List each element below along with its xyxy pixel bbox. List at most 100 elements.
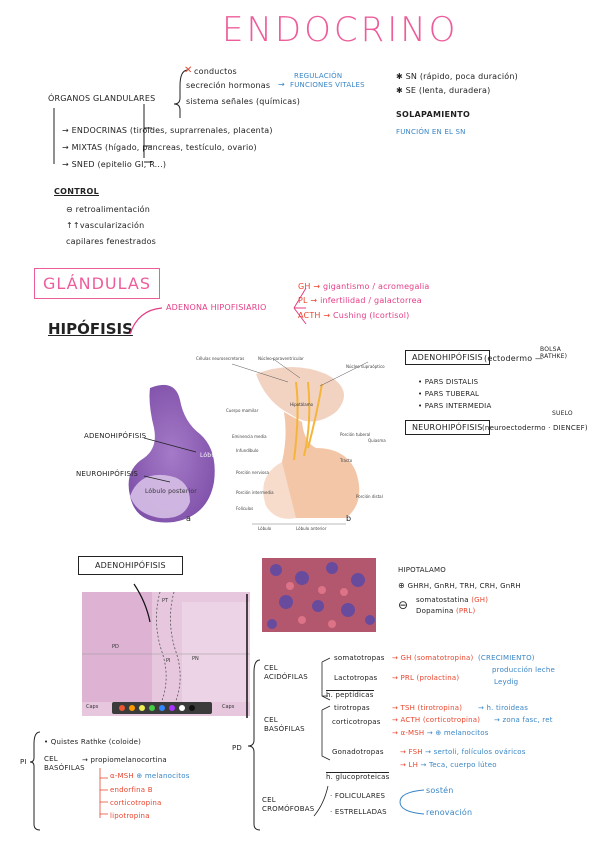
somatotropas-text: somatotropas [334, 654, 385, 662]
gh-soma-text: → GH (somatotropina) [392, 654, 474, 662]
neuro-desc: (neuroectodermo · DIENCEF) [482, 424, 588, 432]
crecimiento-text: (CRECIMIENTO) [478, 654, 535, 662]
svg-text:Lóbulo: Lóbulo [258, 526, 272, 531]
cromofobas-arrows [399, 789, 425, 815]
organos-label: ÓRGANOS GLANDULARES [48, 94, 156, 103]
pl-line: PL → infertilidad / galactorrea [298, 296, 422, 305]
tiroideas-text: → h. tiroideas [478, 704, 529, 712]
svg-text:Lóbulo anterior: Lóbulo anterior [296, 526, 327, 531]
svg-text:Caps: Caps [86, 704, 99, 710]
prl-text: → PRL (prolactina) [392, 674, 460, 682]
hipofisis-label: HIPÓFISIS [48, 320, 133, 338]
foliculares-text: · FOLICULARES [330, 792, 386, 800]
leydig-text: Leydig [494, 678, 519, 686]
sistema-text: sistema señales (químicas) [186, 97, 301, 106]
renovacion-text: renovación [426, 808, 473, 817]
pars-distalis: • PARS DISTALIS [418, 378, 479, 386]
endorfina-text: endorfina B [110, 786, 153, 794]
adeno-desc: (ectodermo — [484, 354, 544, 363]
plus-circle-icon: ⊕ [398, 581, 408, 590]
corticotropas-text: corticotropas [332, 718, 381, 726]
control-item-1: ⊖ retroalimentación [66, 205, 150, 214]
svg-text:Porción intermedia: Porción intermedia [236, 490, 274, 495]
bullet-icon: ✱ [396, 72, 406, 81]
svg-text:Tracto: Tracto [339, 458, 353, 463]
lobulo-anterior-label: Lóbulo anterior [200, 452, 249, 459]
minus-circle-icon: ⊖ [398, 598, 409, 612]
svg-text:Núcleo paraventricular: Núcleo paraventricular [258, 356, 304, 361]
tirotropas-text: tirotropas [334, 704, 370, 712]
pi-basofilas: CEL BASÓFILAS [44, 755, 85, 772]
pars-intermedia: • PARS INTERMEDIA [418, 402, 492, 410]
svg-text:Quiasma: Quiasma [368, 438, 386, 443]
quistes-text: • Quistes Rathke (coloide) [44, 738, 142, 746]
pi-label: PI [20, 758, 27, 766]
figure-leader-lines [143, 437, 197, 483]
lh-text: → LH → Teca, cuerpo lúteo [400, 761, 497, 769]
sosten-text: sostén [426, 786, 454, 795]
svg-text:Porción nerviosa: Porción nerviosa [236, 470, 269, 475]
glandulas-box: GLÁNDULAS [34, 268, 161, 299]
cromofobas-label: CEL CROMÓFOBAS [262, 796, 315, 813]
basofilas-label: CEL BASÓFILAS [264, 716, 305, 733]
organos-branch [53, 108, 55, 164]
svg-text:PN: PN [192, 656, 199, 662]
endocrinas-text: → ENDOCRINAS (tiroides, suprarrenales, p… [62, 126, 273, 135]
fig-b-label: b [346, 514, 352, 523]
minus-circle-icon: ⊖ [66, 205, 76, 214]
svg-text:PI: PI [166, 658, 171, 664]
svg-text:Eminencia media: Eminencia media [232, 434, 267, 439]
funcion-sn-text: FUNCIÓN EN EL SN [396, 128, 466, 136]
x-mark-icon: ✕ [184, 65, 193, 76]
acth-line: ACTH → Cushing (Icortisol) [298, 311, 410, 320]
adenona-text: ADENONA HIPOFISIARIO [166, 303, 267, 312]
control-item-3: capilares fenestrados [66, 237, 157, 246]
gonadotropas-text: Gonadotropas [332, 748, 384, 756]
pi-tree-lines [30, 731, 108, 831]
divider-line [246, 594, 248, 718]
msh-pd-text: → α-MSH → ⊕ melanocitos [392, 729, 489, 737]
gh-line: GH → gigantismo / acromegalia [298, 282, 430, 291]
somatostatina-line: somatostatina (GH) [416, 596, 489, 604]
adenohipofisis-box-2: ADENOHIPÓFISIS [78, 556, 183, 575]
control-item-2: ↑↑vascularización [66, 221, 145, 230]
hipotalamo-label: HIPOTALAMO [398, 566, 446, 574]
sn-text: ✱ SN (rápido, poca duración) [396, 72, 518, 81]
adenohipofisis-fig-label: ADENOHIPÓFISIS [84, 432, 147, 440]
pomc-text: → propiomelanocortina [82, 756, 167, 764]
control-label: CONTROL [54, 187, 99, 196]
svg-text:Porción distal: Porción distal [356, 494, 383, 499]
sned-text: → SNED (epitelio GI, R...) [62, 160, 167, 169]
funciones-text: FUNCIONES VITALES [290, 81, 365, 89]
mixtas-text: → MIXTAS (hígado, pancreas, testículo, o… [62, 143, 257, 152]
svg-text:Porción tuberal: Porción tuberal [340, 432, 370, 437]
estrelladas-text: · ESTRELLADAS [330, 808, 387, 816]
histology-image-a [128, 384, 215, 523]
acth-pd-text: → ACTH (corticotropina) [392, 716, 481, 724]
tsh-text: → TSH (tirotropina) [392, 704, 463, 712]
pituitary-diagram: Células neurosecretoras Núcleo paraventr… [196, 356, 386, 531]
svg-text:Cuerpo mamilar: Cuerpo mamilar [226, 408, 259, 413]
lipotropina-text: lipotropina [110, 812, 150, 820]
se-text: ✱ SE (lenta, duradera) [396, 86, 491, 95]
conductos-text: conductos [194, 67, 237, 76]
neurohipofisis-box: NEUROHIPÓFISIS [405, 420, 490, 435]
secrecion-text: secreción hormonas [186, 81, 271, 90]
bolsa-rathke: BOLSA RATHKE) [540, 346, 568, 360]
hipotalamo-plus: ⊕ GHRH, GnRH, TRH, CRH, GnRH [398, 581, 521, 590]
fsh-text: → FSH → sertoli, folículos ováricos [400, 748, 526, 756]
regulacion-text: REGULACIÓN [294, 72, 343, 80]
suelo-label: SUELO [552, 410, 573, 417]
fig-a-label: a [186, 514, 191, 523]
svg-text:Células neurosecretoras: Células neurosecretoras [196, 356, 244, 361]
pd-label: PD [232, 744, 243, 752]
lobulo-posterior-label: Lóbulo posterior [145, 488, 197, 495]
svg-text:Infundíbulo: Infundíbulo [236, 448, 259, 453]
pd-tree-lines [247, 657, 331, 831]
pars-tuberal: • PARS TUBERAL [418, 390, 480, 398]
arrow-icon: → [278, 80, 285, 89]
page-title: ENDOCRINO [222, 10, 459, 50]
peptidicas-text: h. peptídicas [326, 690, 374, 699]
produccion-text: producción leche [492, 666, 555, 674]
svg-text:Hipotálamo: Hipotálamo [290, 402, 314, 407]
